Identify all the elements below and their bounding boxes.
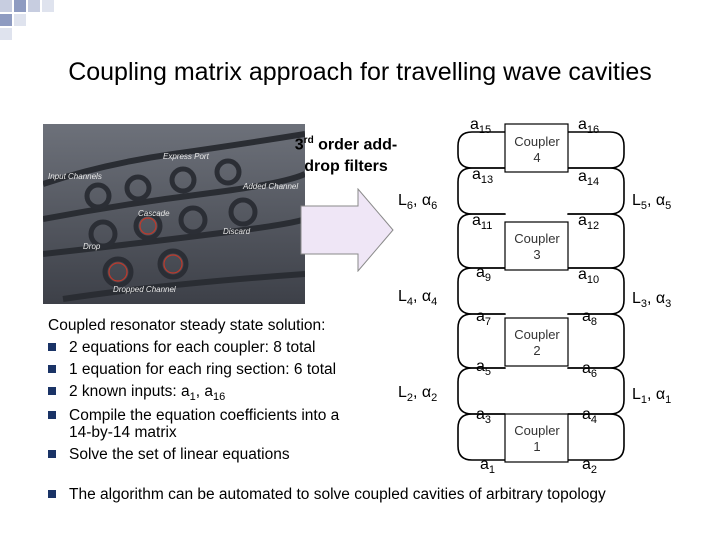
body-text: Coupled resonator steady state solution:… xyxy=(48,317,339,468)
amp-a4: a4 xyxy=(582,406,598,426)
coupler-1-box xyxy=(504,413,569,463)
filter-label: 3rd order add- drop filters xyxy=(294,135,398,176)
image-label-express-port: Express Port xyxy=(163,152,210,161)
amp-a6: a6 xyxy=(582,360,598,380)
coupler-4-box xyxy=(504,123,569,173)
image-label-discard: Discard xyxy=(223,227,251,236)
amp-a12: a12 xyxy=(578,212,600,232)
slide-title: Coupling matrix approach for travelling … xyxy=(68,58,652,86)
section-L3: L3, α3 xyxy=(632,290,672,310)
amp-a8: a8 xyxy=(582,308,598,328)
amp-a9: a9 xyxy=(476,264,492,284)
list-item: Solve the set of linear equations xyxy=(48,446,339,463)
bullet-icon xyxy=(48,450,56,458)
list-item: 1 equation for each ring section: 6 tota… xyxy=(48,361,339,378)
section-L5: L5, α5 xyxy=(632,192,672,212)
image-label-drop: Drop xyxy=(83,242,101,251)
bullet-icon xyxy=(48,343,56,351)
filter-chip-image: Express Port Input Channels Added Channe… xyxy=(43,124,305,304)
coupler-3-box xyxy=(504,221,569,271)
amp-a16: a16 xyxy=(578,116,600,136)
image-label-added-channel: Added Channel xyxy=(242,182,298,191)
corner-decoration xyxy=(0,0,54,40)
section-L2: L2, α2 xyxy=(398,384,438,404)
bullet-icon xyxy=(48,411,56,419)
bullet-icon xyxy=(48,490,56,498)
amp-a11: a11 xyxy=(472,212,493,232)
amp-a5: a5 xyxy=(476,358,492,378)
section-L6: L6, α6 xyxy=(398,192,438,212)
image-label-input-channels: Input Channels xyxy=(48,172,102,181)
section-L4: L4, α4 xyxy=(398,288,438,308)
bullet-icon xyxy=(48,387,56,395)
section-L1: L1, α1 xyxy=(632,386,672,406)
bullet-list: 2 equations for each coupler: 8 total 1 … xyxy=(48,339,339,463)
amp-a3: a3 xyxy=(476,406,492,426)
amp-a2: a2 xyxy=(582,456,598,476)
bullet-icon xyxy=(48,365,56,373)
image-label-dropped-channel: Dropped Channel xyxy=(113,285,176,294)
list-item-continuation: 14-by-14 matrix xyxy=(69,424,177,441)
amp-a1: a1 xyxy=(480,456,496,476)
list-item: 2 known inputs: a1, a16 xyxy=(48,383,339,403)
body-heading: Coupled resonator steady state solution: xyxy=(48,317,326,334)
block-arrow xyxy=(300,188,394,272)
amp-a14: a14 xyxy=(578,168,600,188)
coupler-2-box xyxy=(504,317,569,367)
last-bullet: The algorithm can be automated to solve … xyxy=(48,486,606,504)
list-item: 2 equations for each coupler: 8 total xyxy=(48,339,339,356)
image-label-cascade: Cascade xyxy=(138,209,170,218)
list-item: Compile the equation coefficients into a xyxy=(48,407,339,424)
amp-a13: a13 xyxy=(472,166,494,186)
amp-a15: a15 xyxy=(470,116,492,136)
amp-a7: a7 xyxy=(476,308,492,328)
amp-a10: a10 xyxy=(578,266,600,286)
